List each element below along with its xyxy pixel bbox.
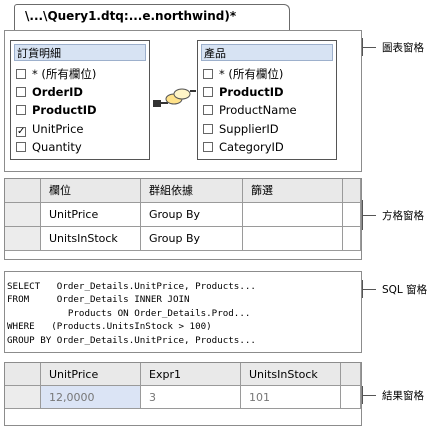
callout-grid: 方格窗格 bbox=[382, 210, 424, 222]
checkbox[interactable] bbox=[16, 87, 26, 97]
row-selector[interactable] bbox=[5, 203, 41, 227]
column-row-productid[interactable]: ProductID bbox=[16, 101, 97, 119]
table-box-order-details[interactable]: 訂貨明細 * (所有欄位) OrderID ProductID ✓UnitPri… bbox=[10, 40, 150, 160]
results-cell[interactable]: 12,0000 bbox=[41, 386, 141, 409]
results-cell[interactable]: 3 bbox=[141, 386, 241, 409]
grid-header-extra bbox=[343, 179, 361, 203]
grid-cell-group-by[interactable]: Group By bbox=[141, 203, 243, 227]
callout-line bbox=[362, 395, 376, 396]
callout-line bbox=[362, 289, 376, 290]
grid-cell-column[interactable]: UnitPrice bbox=[41, 203, 141, 227]
grid-cell-column[interactable]: UnitsInStock bbox=[41, 227, 141, 251]
grid-pane[interactable]: 欄位 群組依據 篩選 UnitPrice Group By UnitsInSto… bbox=[4, 178, 362, 260]
grid-cell-filter[interactable] bbox=[243, 203, 343, 227]
sql-text[interactable]: SELECT Order_Details.UnitPrice, Products… bbox=[7, 280, 256, 347]
grid-header-filter[interactable]: 篩選 bbox=[243, 179, 343, 203]
callout-line bbox=[362, 215, 376, 216]
callout-results: 結果窗格 bbox=[382, 390, 424, 402]
grid-cell-group-by[interactable]: Group By bbox=[141, 227, 243, 251]
results-header[interactable]: UnitsInStock bbox=[241, 363, 341, 386]
results-cell-extra[interactable] bbox=[341, 386, 361, 409]
document-tab-title: \...\Query1.dtq:...e.northwind)* bbox=[25, 9, 237, 23]
grid-header-column[interactable]: 欄位 bbox=[41, 179, 141, 203]
sql-line: FROM Order_Details INNER JOIN bbox=[7, 294, 190, 306]
table-box-products[interactable]: 產品 * (所有欄位) ProductID ProductName Suppli… bbox=[197, 40, 337, 160]
checkbox-checked[interactable]: ✓ bbox=[16, 126, 26, 137]
column-row-orderid[interactable]: OrderID bbox=[16, 83, 83, 101]
results-pane[interactable]: UnitPrice Expr1 UnitsInStock 12,0000 3 1… bbox=[4, 362, 362, 426]
sql-pane[interactable] bbox=[4, 271, 362, 353]
column-row-quantity[interactable]: Quantity bbox=[16, 138, 82, 156]
join-link-icon[interactable] bbox=[152, 83, 198, 111]
checkbox[interactable] bbox=[203, 69, 213, 79]
document-tab[interactable]: \...\Query1.dtq:...e.northwind)* bbox=[14, 4, 290, 30]
grid-cell-filter[interactable] bbox=[243, 227, 343, 251]
results-cell[interactable]: 101 bbox=[241, 386, 341, 409]
row-selector[interactable] bbox=[5, 227, 41, 251]
callout-line bbox=[362, 47, 376, 48]
column-row-unitprice[interactable]: ✓UnitPrice bbox=[16, 122, 84, 137]
sql-line: Products ON Order_Details.Prod... bbox=[7, 307, 251, 319]
column-row-all[interactable]: * (所有欄位) bbox=[16, 65, 96, 83]
checkbox[interactable] bbox=[203, 124, 213, 134]
column-row-productid[interactable]: ProductID bbox=[203, 83, 284, 101]
results-corner-cell bbox=[5, 363, 41, 386]
callout-diagram: 圖表窗格 bbox=[382, 42, 424, 54]
checkbox[interactable] bbox=[203, 105, 213, 115]
checkbox[interactable] bbox=[16, 142, 26, 152]
grid-cell-extra[interactable] bbox=[343, 203, 361, 227]
callout-tick bbox=[362, 386, 363, 404]
checkbox[interactable] bbox=[203, 87, 213, 97]
callout-sql: SQL 窗格 bbox=[382, 284, 428, 296]
grid-header-group-by[interactable]: 群組依據 bbox=[141, 179, 243, 203]
table-title: 產品 bbox=[201, 44, 333, 61]
grid-cell-extra[interactable] bbox=[343, 227, 361, 251]
grid-corner-cell bbox=[5, 179, 41, 203]
diagram-pane[interactable]: 訂貨明細 * (所有欄位) OrderID ProductID ✓UnitPri… bbox=[4, 30, 362, 172]
column-row-all[interactable]: * (所有欄位) bbox=[203, 65, 283, 83]
table-title: 訂貨明細 bbox=[14, 44, 146, 61]
checkbox[interactable] bbox=[203, 142, 213, 152]
callout-tick bbox=[362, 38, 363, 56]
results-header[interactable]: Expr1 bbox=[141, 363, 241, 386]
sql-line: SELECT Order_Details.UnitPrice, Products… bbox=[7, 281, 256, 292]
callout-tick bbox=[362, 280, 363, 298]
column-row-supplierid[interactable]: SupplierID bbox=[203, 120, 279, 138]
column-row-categoryid[interactable]: CategoryID bbox=[203, 138, 284, 156]
results-header-extra bbox=[341, 363, 361, 386]
column-row-productname[interactable]: ProductName bbox=[203, 101, 297, 119]
sql-line: GROUP BY Order_Details.UnitPrice, Produc… bbox=[7, 334, 256, 346]
checkbox[interactable] bbox=[16, 69, 26, 79]
results-header[interactable]: UnitPrice bbox=[41, 363, 141, 386]
row-selector[interactable] bbox=[5, 386, 41, 409]
checkbox[interactable] bbox=[16, 105, 26, 115]
sql-line: WHERE (Products.UnitsInStock > 100) bbox=[7, 321, 212, 333]
callout-tick bbox=[362, 200, 363, 230]
